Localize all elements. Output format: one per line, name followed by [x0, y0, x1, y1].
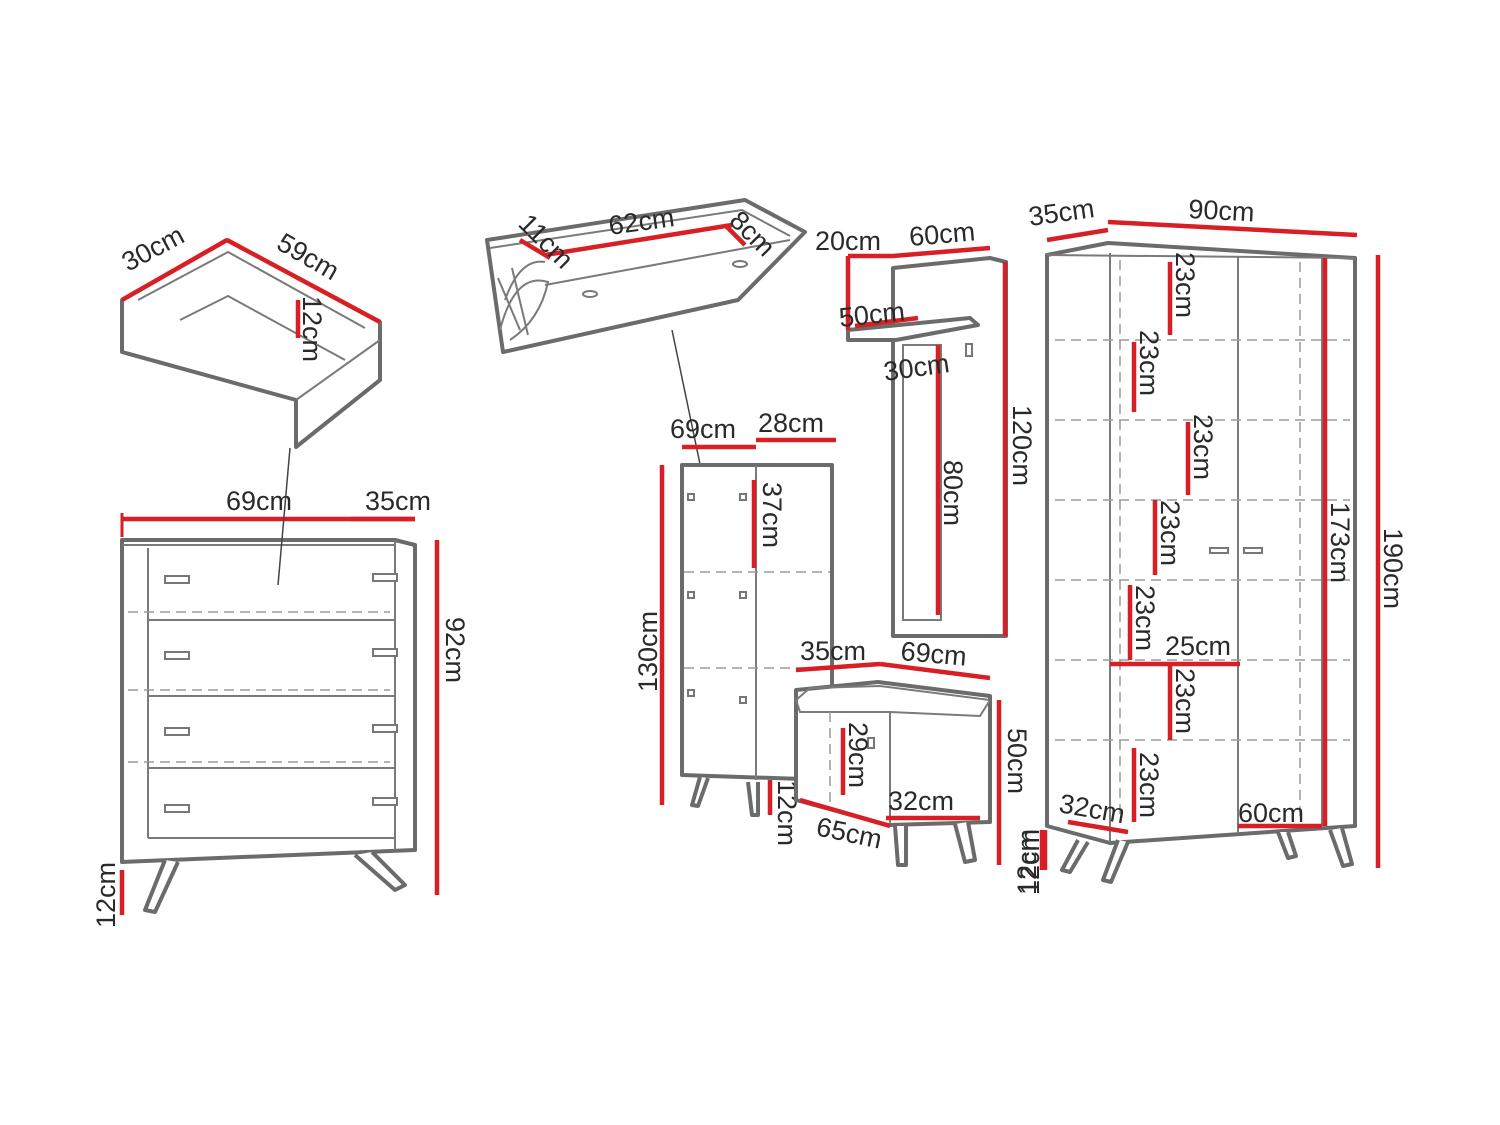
large-wardrobe-width-line	[1107, 219, 1358, 238]
large-wardrobe-depth-label: 35cm	[1027, 193, 1097, 232]
mirror-mirror-height-label: 80cm	[938, 460, 968, 526]
mirror-hook-label: 20cm	[815, 226, 881, 256]
drawer-body	[120, 238, 382, 449]
drawer-width-line	[225, 238, 382, 324]
mirror-shelf-line	[854, 315, 919, 329]
large-wardrobe-gap-6-label: 23cm	[1170, 668, 1200, 734]
bench-height-label: 50cm	[1002, 728, 1032, 794]
small-wardrobe-width-label: 69cm	[670, 414, 736, 444]
shoe-cabinet-drawing: 11cm 62cm 8cm	[485, 198, 807, 513]
large-wardrobe-height-label: 190cm	[1378, 528, 1408, 609]
mirror-panel-drawing: 20cm 60cm 50cm 30cm 80cm 120cm	[815, 216, 1037, 638]
large-wardrobe-gap-4-label: 23cm	[1155, 500, 1185, 566]
chest-width-label: 69cm	[226, 486, 292, 516]
large-wardrobe-gap-3-label: 23cm	[1188, 414, 1218, 480]
mirror-height-label: 120cm	[1007, 405, 1037, 486]
large-wardrobe-gap-1-label: 23cm	[1170, 252, 1200, 318]
mirror-shelf-label: 50cm	[837, 296, 906, 333]
bench-inner-width-line	[799, 797, 891, 829]
shoe-cabinet-side-b-line	[723, 223, 747, 247]
bench-width-label: 69cm	[899, 636, 967, 672]
large-wardrobe-drawing: 35cm 90cm 23cm 23cm 23cm 23cm 23cm 23cm …	[1015, 193, 1408, 895]
bench-inner-depth-label: 32cm	[888, 786, 954, 816]
chest-body	[120, 538, 417, 864]
large-wardrobe-gap-2-label: 23cm	[1134, 330, 1164, 396]
chest-height-label: 92cm	[440, 617, 470, 683]
shoe-cabinet-body	[485, 198, 807, 354]
large-wardrobe-gap-5-label: 23cm	[1130, 585, 1160, 651]
large-wardrobe-inner-width-label: 25cm	[1165, 631, 1231, 661]
bench-width-line	[879, 661, 991, 681]
mirror-width-line	[892, 245, 991, 259]
large-wardrobe-legs-label: 12cm	[1015, 829, 1045, 895]
chest-legs-label: 12cm	[91, 862, 121, 928]
large-wardrobe-base-depth-line	[1067, 819, 1129, 835]
large-wardrobe-body	[1045, 241, 1357, 845]
mirror-panel-body	[891, 256, 1008, 638]
drawer-drawing: 30cm 59cm 12cm	[117, 220, 382, 449]
large-wardrobe-door-width-label: 60cm	[1238, 798, 1304, 828]
small-wardrobe-height-label: 130cm	[633, 611, 663, 692]
large-wardrobe-depth-line	[1046, 227, 1109, 243]
large-wardrobe-width-label: 90cm	[1188, 194, 1256, 227]
bench-legs-label: 12cm	[1012, 829, 1042, 895]
bench-depth-line	[795, 661, 881, 673]
chest-drawing: 69cm 35cm 92cm 12cm	[91, 447, 470, 928]
drawer-depth-line	[120, 238, 229, 302]
large-wardrobe-gap-7-label: 23cm	[1134, 752, 1164, 818]
mirror-width-label: 60cm	[908, 216, 976, 252]
chest-depth-label: 35cm	[365, 486, 431, 516]
mirror-shelf	[846, 316, 980, 342]
bench-depth-label: 35cm	[800, 636, 866, 666]
shoe-cabinet-width-line	[544, 222, 733, 258]
drawer-height-label: 12cm	[297, 296, 327, 362]
small-wardrobe-shelf-label: 37cm	[757, 482, 787, 548]
large-wardrobe-inner-height-label: 173cm	[1325, 502, 1355, 583]
bench-inner-height-label: 29cm	[843, 722, 873, 788]
small-wardrobe-depth-label: 28cm	[758, 408, 824, 438]
